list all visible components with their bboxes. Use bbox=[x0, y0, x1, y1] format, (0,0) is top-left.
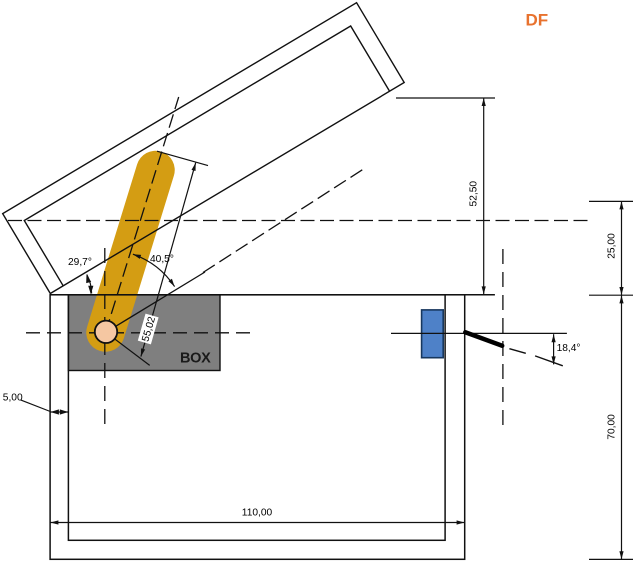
svg-text:BOX: BOX bbox=[180, 351, 211, 367]
svg-text:29,7°: 29,7° bbox=[68, 257, 92, 268]
svg-text:5,00: 5,00 bbox=[3, 392, 23, 403]
svg-text:18,4°: 18,4° bbox=[557, 343, 581, 354]
svg-text:70,00: 70,00 bbox=[607, 414, 618, 440]
svg-text:110,00: 110,00 bbox=[242, 508, 273, 519]
svg-text:DF: DF bbox=[526, 10, 549, 29]
svg-text:25,00: 25,00 bbox=[607, 233, 618, 259]
svg-text:52,50: 52,50 bbox=[468, 181, 479, 207]
svg-text:40,5°: 40,5° bbox=[150, 254, 174, 265]
